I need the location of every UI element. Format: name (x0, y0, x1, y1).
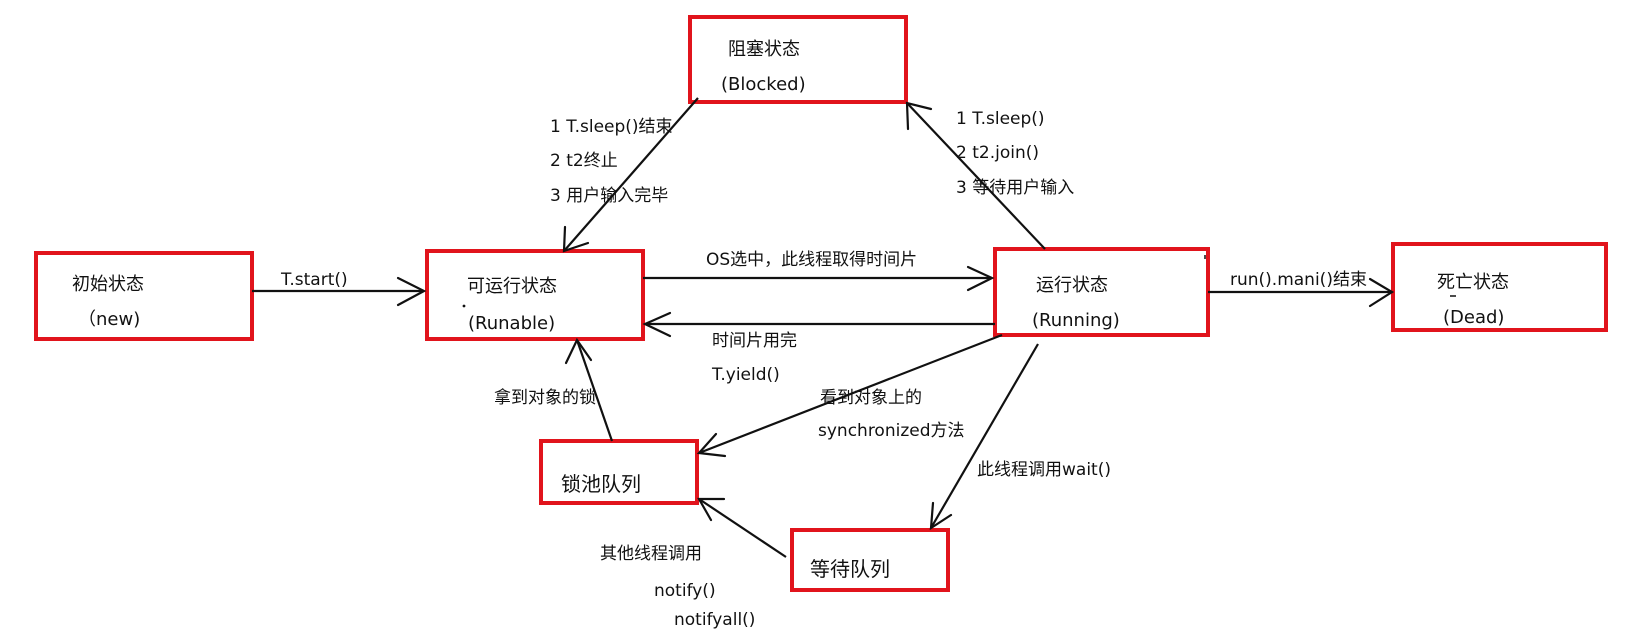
label-to-lock-pool-line-2: synchronized方法 (818, 421, 965, 441)
state-running-english: (Running) (1032, 310, 1120, 331)
state-blocked: 阻塞状态 (Blocked) (688, 15, 908, 104)
state-wait-queue-name: 等待队列 (810, 557, 890, 581)
state-running: 运行状态 (Running) (993, 247, 1210, 337)
label-start: T.start() (280, 270, 348, 290)
label-to-blocked-line-2: 2 t2.join() (956, 143, 1039, 163)
arrow-got-lock (564, 337, 614, 442)
state-new-english: （new) (78, 309, 140, 330)
arrow-call-wait (929, 343, 1039, 531)
arrow-to-dead (1208, 277, 1395, 308)
state-runnable-english: (Runable) (468, 313, 555, 334)
arrow-timeslice-done (642, 311, 995, 338)
label-from-blocked-line-1: 1 T.sleep()结束 (550, 117, 673, 137)
state-new: 初始状态 （new) (34, 251, 254, 341)
label-to-blocked-line-1: 1 T.sleep() (956, 109, 1045, 129)
arrow-os-select (643, 265, 995, 292)
state-runnable: 可运行状态 (Runable) (425, 249, 645, 341)
label-to-dead: run().mani()结束 (1230, 270, 1367, 290)
label-notify-line-2: notify() (654, 581, 716, 601)
label-os-select: OS选中，此线程取得时间片 (706, 250, 917, 270)
state-runnable-name: 可运行状态 (467, 276, 557, 297)
state-new-name: 初始状态 (72, 274, 144, 295)
state-dead-name: 死亡状态 (1437, 272, 1509, 293)
arrow-notify (697, 497, 787, 558)
label-notify-line-1: 其他线程调用 (600, 544, 702, 564)
stray-dot (462, 304, 466, 308)
arrow-to-blocked (905, 101, 1046, 250)
state-blocked-name: 阻塞状态 (728, 39, 800, 60)
state-dead: 死亡状态 (Dead) (1391, 242, 1608, 332)
label-timeslice-line-1: 时间片用完 (712, 331, 797, 351)
state-dead-english: (Dead) (1443, 307, 1504, 328)
state-lock-pool-name: 锁池队列 (561, 472, 641, 496)
arrow-to-lock-pool (696, 333, 1003, 458)
state-wait-queue: 等待队列 (790, 528, 950, 592)
label-timeslice-line-2: T.yield() (711, 365, 780, 385)
arrow-from-blocked (562, 97, 699, 253)
arrow-start (252, 276, 427, 307)
state-lock-pool: 锁池队列 (539, 439, 699, 505)
state-running-name: 运行状态 (1036, 275, 1108, 296)
label-to-blocked-line-3: 3 等待用户输入 (956, 178, 1074, 198)
label-got-lock: 拿到对象的锁 (494, 387, 596, 408)
label-from-blocked-line-2: 2 t2终止 (550, 151, 618, 171)
label-from-blocked-line-3: 3 用户输入完毕 (550, 186, 668, 206)
state-blocked-english: (Blocked) (721, 74, 806, 95)
label-call-wait: 此线程调用wait() (977, 460, 1111, 480)
label-to-lock-pool-line-1: 看到对象上的 (820, 388, 922, 408)
label-notify-line-3: notifyall() (674, 610, 755, 630)
